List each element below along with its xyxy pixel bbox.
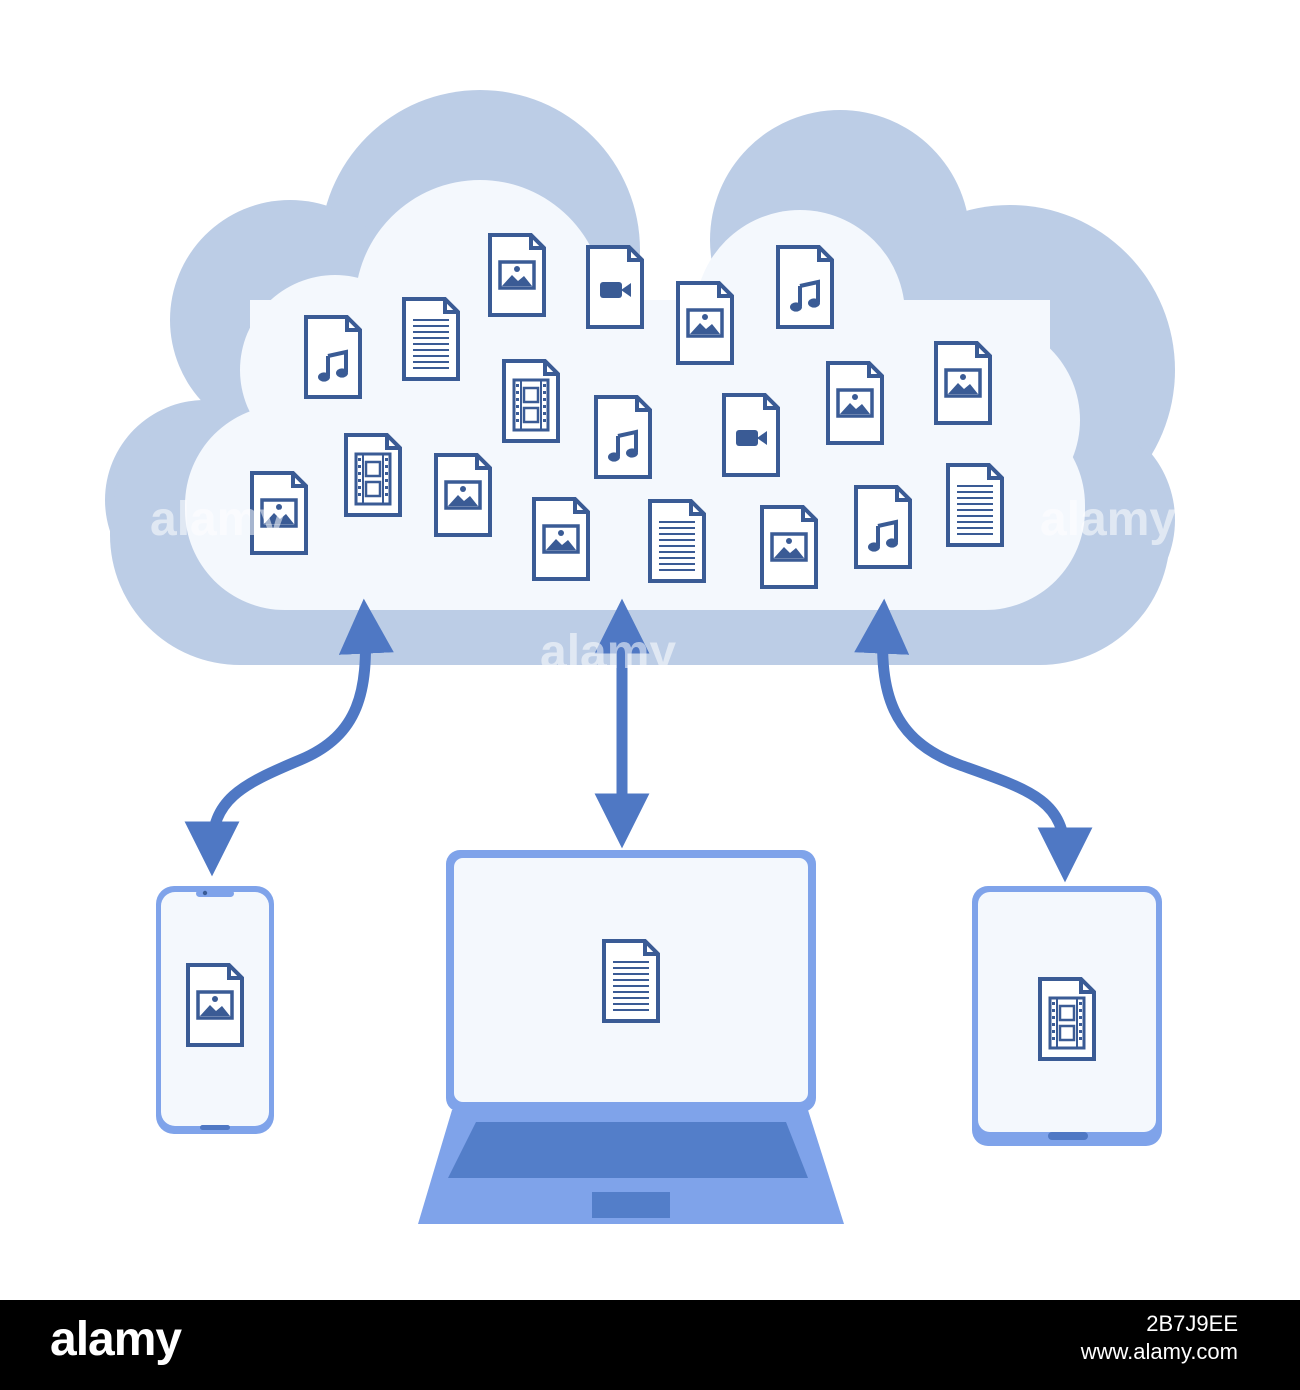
music-file-icon (778, 247, 832, 327)
sync-arrows (184, 598, 1093, 883)
smartphone (156, 886, 274, 1134)
film-file-icon (504, 361, 558, 441)
watermark-center: alamy (540, 626, 676, 679)
tablet-sync-arrow (854, 598, 1093, 883)
tablet (972, 886, 1162, 1146)
footer-bar: alamy 2B7J9EE www.alamy.com (0, 1300, 1300, 1390)
image-file-icon (678, 283, 732, 363)
music-file-icon (596, 397, 650, 477)
text-file-icon (604, 941, 658, 1021)
phone-sync-arrow (184, 598, 394, 877)
cloud (105, 90, 1175, 665)
image-file-icon (936, 343, 990, 423)
image-file-icon (436, 455, 490, 535)
watermarks: alamy alamy alamy (150, 493, 1176, 679)
text-file-icon (948, 465, 1002, 545)
video-file-icon (724, 395, 778, 475)
laptop-keyboard (448, 1122, 808, 1178)
music-file-icon (856, 487, 910, 567)
film-file-icon (1040, 979, 1094, 1059)
music-file-icon (306, 317, 360, 397)
image-file-icon (534, 499, 588, 579)
image-file-icon (490, 235, 544, 315)
image-id: 2B7J9EE (1146, 1311, 1238, 1336)
image-file-icon (762, 507, 816, 587)
site-url: www.alamy.com (1080, 1339, 1238, 1364)
cloud-storage-illustration: alamy alamy alamy (105, 90, 1176, 1224)
image-file-icon (188, 965, 242, 1045)
video-file-icon (588, 247, 642, 327)
text-file-icon (404, 299, 458, 379)
image-file-icon (828, 363, 882, 443)
laptop (418, 850, 844, 1224)
text-file-icon (650, 501, 704, 581)
footer-info: 2B7J9EE www.alamy.com (1081, 1310, 1238, 1366)
watermark-left: alamy (150, 493, 286, 546)
footer-logo: alamy (50, 1313, 182, 1366)
watermark-right: alamy (1040, 493, 1176, 546)
film-file-icon (346, 435, 400, 515)
laptop-trackpad (592, 1192, 670, 1218)
